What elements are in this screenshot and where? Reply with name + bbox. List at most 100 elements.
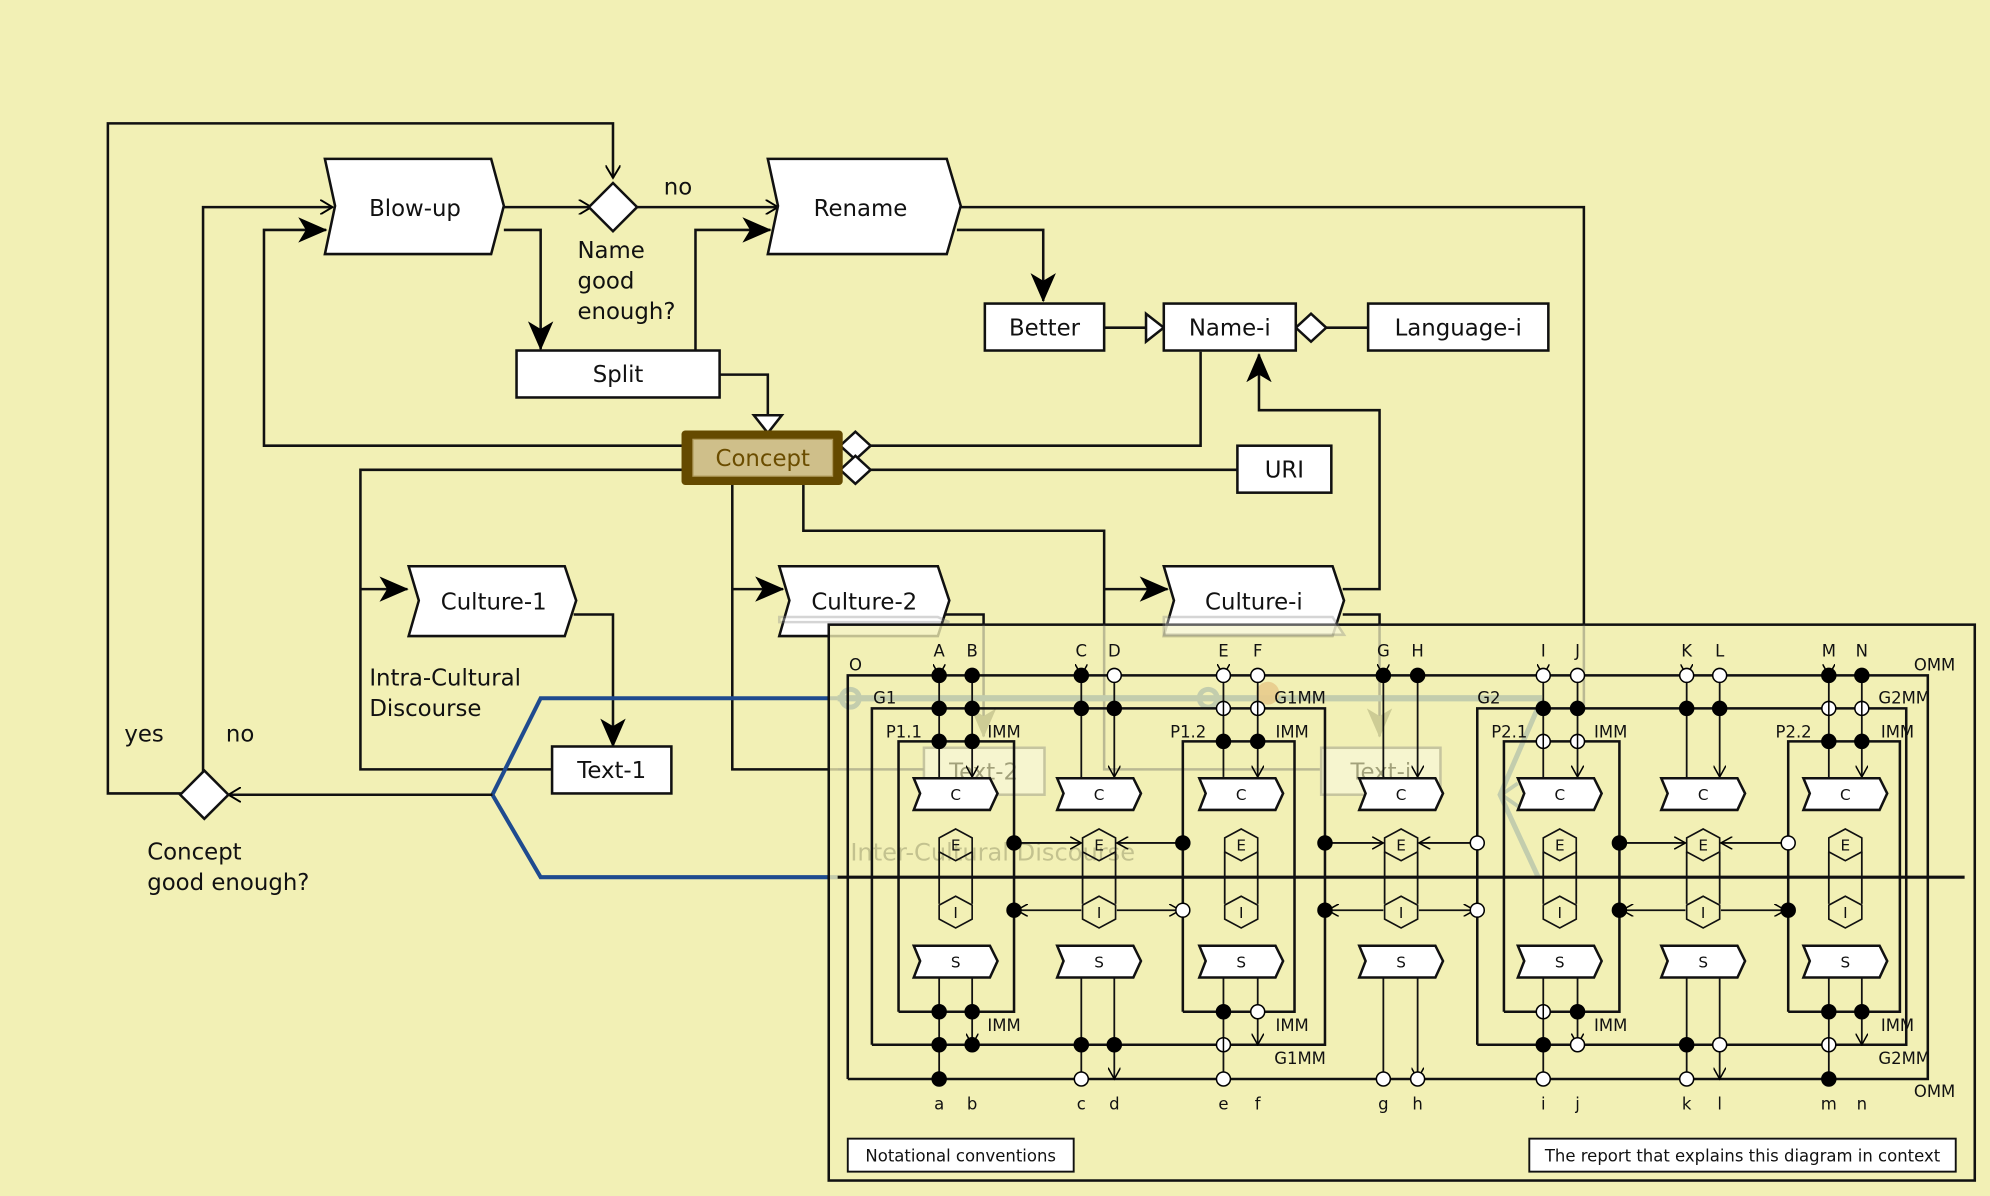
junction-dot-open	[1535, 1071, 1552, 1087]
junction-dot-open	[1375, 1071, 1392, 1087]
junction-dot-open	[1106, 667, 1123, 684]
notation-overlay-panel: Text-2 Text-i Inter-Cultural Discourse O…	[777, 615, 1977, 1182]
junction-dot-open	[1678, 1071, 1695, 1087]
concept-node[interactable]: Concept	[681, 430, 843, 486]
top-letter-D: D	[1108, 641, 1121, 660]
junction-dot-filled	[1678, 1036, 1695, 1053]
junction-dot-filled	[1854, 1003, 1870, 1020]
junction-dot-open	[1469, 902, 1486, 918]
junction-dot-filled	[1409, 667, 1426, 684]
junction-dot-filled	[964, 1003, 980, 1020]
imm-label-p11-bottom: IMM	[987, 1016, 1020, 1035]
junction-dot-open	[1780, 835, 1796, 851]
c-box	[911, 776, 999, 812]
junction-dot-filled	[1073, 667, 1090, 684]
notation-grid: AaBbCcDdEeFfGgHhIiJjKkLlMmNnCSEICSEICSEI…	[911, 641, 1889, 1113]
g2mm-label-bottom: G2MM	[1878, 1049, 1930, 1068]
report-button[interactable]: The report that explains this diagram in…	[1528, 1137, 1957, 1173]
e-hex-label: E	[1396, 837, 1406, 855]
culture-2-label: Culture-2	[811, 589, 917, 615]
concept-decision[interactable]	[178, 768, 231, 821]
junction-dot-open	[1215, 1071, 1232, 1087]
junction-dot-filled	[1611, 835, 1628, 851]
language-i-node[interactable]: Language-i	[1366, 302, 1550, 352]
e-hex	[1827, 828, 1863, 862]
e-hex-label: E	[1698, 837, 1708, 855]
inter-cultural-label: Inter-Cultural Discourse	[850, 839, 1135, 867]
omm-label-top: OMM	[1914, 655, 1955, 674]
i-hex	[1081, 895, 1117, 929]
split-node[interactable]: Split	[515, 349, 721, 399]
g1-label: G1	[873, 688, 896, 707]
text-1-node[interactable]: Text-1	[550, 745, 673, 795]
c-label: C	[1840, 786, 1851, 804]
s-box	[911, 944, 999, 979]
top-letter-H: H	[1411, 641, 1423, 660]
e-hex	[1542, 828, 1578, 862]
junction-dot-filled	[1711, 700, 1728, 717]
name-good-label: Name	[577, 238, 644, 264]
better-node[interactable]: Better	[983, 302, 1106, 352]
junction-dot-filled	[1535, 700, 1552, 717]
g1mm-label-bottom: G1MM	[1274, 1049, 1326, 1068]
junction-dot-filled	[1854, 733, 1870, 750]
p12-label: P1.2	[1170, 723, 1206, 742]
junction-dot-filled	[1569, 700, 1586, 717]
s-box	[1055, 944, 1143, 979]
intra-cultural-label-2: Discourse	[369, 696, 481, 722]
imm-label-p22-bottom: IMM	[1881, 1016, 1914, 1035]
junction-dot-filled	[1611, 902, 1628, 918]
top-letter-C: C	[1076, 641, 1088, 660]
junction-dot-filled	[1375, 667, 1392, 684]
top-letter-E: E	[1218, 641, 1228, 660]
name-i-node[interactable]: Name-i	[1162, 302, 1298, 352]
junction-dot-filled	[931, 1003, 947, 1020]
report-label: The report that explains this diagram in…	[1544, 1146, 1941, 1165]
junction-dot-filled	[964, 667, 980, 684]
p11-label: P1.1	[886, 723, 922, 742]
blowup-node[interactable]: Blow-up	[323, 157, 506, 256]
i-hex-label: I	[1701, 904, 1706, 922]
c-label: C	[1094, 786, 1105, 804]
top-letter-N: N	[1856, 641, 1868, 660]
junction-dot-open	[1711, 1036, 1728, 1053]
imm-label-p22-top: IMM	[1881, 723, 1914, 742]
s-label: S	[1555, 953, 1565, 971]
s-label: S	[1698, 953, 1708, 971]
bottom-letter-i: i	[1541, 1094, 1546, 1113]
bottom-letter-j: j	[1574, 1094, 1580, 1113]
imm-label-p21-top: IMM	[1594, 723, 1627, 742]
i-hex	[1223, 895, 1259, 929]
junction-dot-open	[1711, 667, 1728, 684]
culture-1-node[interactable]: Culture-1	[406, 565, 578, 638]
junction-dot-open	[1215, 667, 1232, 684]
junction-dot-filled	[1073, 1036, 1090, 1053]
intra-cultural-label: Intra-Cultural	[369, 666, 521, 692]
split-label: Split	[593, 362, 644, 388]
junction-dot-filled	[1175, 835, 1191, 851]
rename-node[interactable]: Rename	[766, 157, 963, 256]
junction-dot-open	[1678, 667, 1695, 684]
culture-i-node[interactable]: Culture-i	[1162, 565, 1346, 638]
g1mm-label-top: G1MM	[1274, 688, 1326, 707]
i-hex-label: I	[1399, 904, 1404, 922]
blowup-label: Blow-up	[369, 196, 461, 222]
junction-dot-filled	[964, 733, 980, 750]
bottom-letter-g: g	[1378, 1094, 1388, 1113]
bottom-letter-f: f	[1255, 1094, 1262, 1113]
notational-conventions-button[interactable]: Notational conventions	[846, 1137, 1075, 1173]
culture-2-node[interactable]: Culture-2	[777, 565, 951, 638]
name-decision[interactable]	[587, 181, 639, 234]
imm-label-p21-bottom: IMM	[1594, 1016, 1627, 1035]
c-box	[1357, 776, 1445, 812]
connectors-main	[106, 122, 1586, 880]
c-label: C	[1396, 786, 1407, 804]
bottom-letter-c: c	[1077, 1094, 1086, 1113]
junction-dot-filled	[1215, 733, 1232, 750]
i-hex-label: I	[1097, 904, 1101, 922]
concept-good-label: Concept	[147, 839, 241, 865]
uri-node[interactable]: URI	[1236, 444, 1333, 494]
e-hex-label: E	[1236, 837, 1246, 855]
i-hex	[938, 895, 973, 929]
